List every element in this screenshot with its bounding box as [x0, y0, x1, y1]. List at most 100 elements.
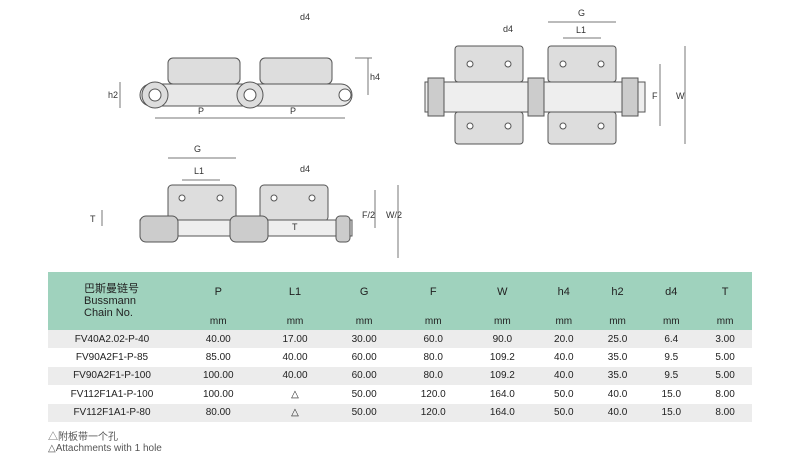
col-header: h4	[536, 272, 591, 312]
end-w2-label: W/2	[386, 210, 402, 220]
value-cell: 100.00	[202, 388, 234, 400]
top-d4-label: d4	[503, 24, 513, 34]
top-l1-label: L1	[576, 25, 586, 35]
value-cell: 35.0	[607, 370, 628, 382]
note-en: △Attachments with 1 hole	[48, 443, 162, 454]
value-cell: 120.0	[420, 388, 446, 400]
value-cell: 40.00	[282, 370, 308, 382]
unit-cell: mm	[644, 312, 699, 330]
top-view	[424, 21, 686, 145]
value-cell: 90.0	[492, 333, 513, 345]
col-header: T	[698, 272, 752, 312]
col-header: W	[467, 272, 537, 312]
end-d4-label: d4	[300, 164, 310, 174]
end-view	[101, 157, 399, 258]
table-row: FV90A2F1-P-85 85.00 40.00 60.00 80.0 109.2 40.…	[48, 348, 752, 367]
side-h4-label: h4	[370, 72, 380, 82]
value-cell: 5.00	[715, 352, 735, 364]
col-header: L1	[260, 272, 330, 312]
chain-no-cell: FV90A2F1-P-85	[75, 352, 149, 364]
value-cell: 50.00	[351, 407, 377, 419]
value-cell: 60.00	[351, 370, 377, 382]
value-cell: 25.0	[607, 333, 628, 345]
chain-no-header: 巴斯曼链号 Bussmann Chain No.	[48, 272, 176, 330]
value-cell: 8.00	[715, 388, 735, 400]
value-cell: 40.00	[282, 352, 308, 364]
value-cell: 5.00	[715, 370, 735, 382]
chain-no-cell: FV90A2F1-P-100	[73, 370, 151, 382]
value-cell: 80.00	[205, 407, 231, 419]
chain-no-cn: 巴斯曼链号	[84, 283, 139, 295]
side-h2-label: h2	[108, 90, 118, 100]
value-cell: 40.0	[554, 352, 574, 364]
col-header: h2	[590, 272, 645, 312]
value-cell: 109.2	[489, 370, 515, 382]
value-cell: 40.0	[554, 370, 574, 382]
value-cell: 85.00	[205, 352, 231, 364]
value-cell: 109.2	[489, 352, 515, 364]
chain-no-cell: FV112F1A1-P-80	[73, 407, 151, 419]
value-cell: 60.00	[351, 352, 377, 364]
table-row: FV112F1A1-P-100 100.00 △ 50.00 120.0 164.0 50.…	[48, 385, 752, 404]
value-cell: 3.00	[715, 333, 735, 345]
col-header: G	[329, 272, 399, 312]
end-t1-label: T	[90, 214, 96, 224]
value-cell: 17.00	[282, 333, 308, 345]
value-cell: 164.0	[489, 388, 515, 400]
end-g-label: G	[194, 144, 201, 154]
unit-cell: mm	[176, 312, 261, 330]
value-cell: 40.0	[607, 407, 628, 419]
value-cell: 100.00	[202, 370, 234, 382]
value-cell: 80.0	[423, 370, 443, 382]
value-cell: 120.0	[420, 407, 446, 419]
chain-no-cell: FV112F1A1-P-100	[70, 388, 154, 400]
value-cell: 20.0	[554, 333, 574, 345]
top-w-label: W	[676, 91, 685, 101]
table-row: FV112F1A1-P-80 80.00 △ 50.00 120.0 164.0 50.0 4…	[48, 403, 752, 422]
table-row: FV90A2F1-P-100 100.00 40.00 60.00 80.0 109.2 4…	[48, 366, 752, 386]
value-cell: 60.0	[423, 333, 443, 345]
table-row: FV40A2.02-P-40 40.00 17.00 30.00 60.0 90.0 20.…	[48, 330, 752, 349]
value-cell: △	[291, 388, 299, 400]
unit-cell: mm	[260, 312, 330, 330]
unit-cell: mm	[590, 312, 645, 330]
unit-cell: mm	[536, 312, 591, 330]
value-cell: 8.00	[715, 407, 735, 419]
value-cell: 80.0	[423, 352, 443, 364]
value-cell: 40.00	[205, 333, 231, 345]
chain-no-cell: FV40A2.02-P-40	[74, 333, 150, 345]
value-cell: △	[291, 407, 299, 419]
value-cell: 9.5	[664, 352, 679, 364]
side-p2-label: P	[290, 106, 296, 116]
chain-drawings: d4 h4 h2 P P d4 G L1 F W G L1 d4 T	[90, 8, 686, 258]
unit-cell: mm	[329, 312, 399, 330]
value-cell: 15.0	[661, 388, 682, 400]
top-g-label: G	[578, 8, 585, 18]
value-cell: 30.00	[351, 333, 377, 345]
value-cell: 164.0	[489, 407, 515, 419]
value-cell: 35.0	[607, 352, 628, 364]
side-d4-label: d4	[300, 12, 310, 22]
end-l1-label: L1	[194, 166, 204, 176]
value-cell: 40.0	[607, 388, 628, 400]
col-header: d4	[644, 272, 699, 312]
side-view	[119, 57, 372, 119]
value-cell: 50.00	[351, 388, 377, 400]
value-cell: 15.0	[661, 407, 682, 419]
value-cell: 9.5	[664, 370, 679, 382]
chain-spec-table: 巴斯曼链号 Bussmann Chain No. P L1 G F W h4 h…	[48, 272, 752, 422]
col-header: F	[398, 272, 468, 312]
value-cell: 50.0	[554, 388, 574, 400]
unit-cell: mm	[467, 312, 537, 330]
chain-no-en1: Bussmann	[84, 295, 136, 307]
note-cn: △附板带一个孔	[48, 432, 118, 443]
chain-no-en2: Chain No.	[84, 307, 133, 319]
unit-cell: mm	[398, 312, 468, 330]
top-f-label: F	[652, 91, 658, 101]
end-f2-label: F/2	[362, 210, 375, 220]
end-t2-label: T	[292, 222, 298, 232]
unit-cell: mm	[698, 312, 752, 330]
side-p1-label: P	[198, 106, 204, 116]
value-cell: 6.4	[664, 333, 679, 345]
value-cell: 50.0	[554, 407, 574, 419]
